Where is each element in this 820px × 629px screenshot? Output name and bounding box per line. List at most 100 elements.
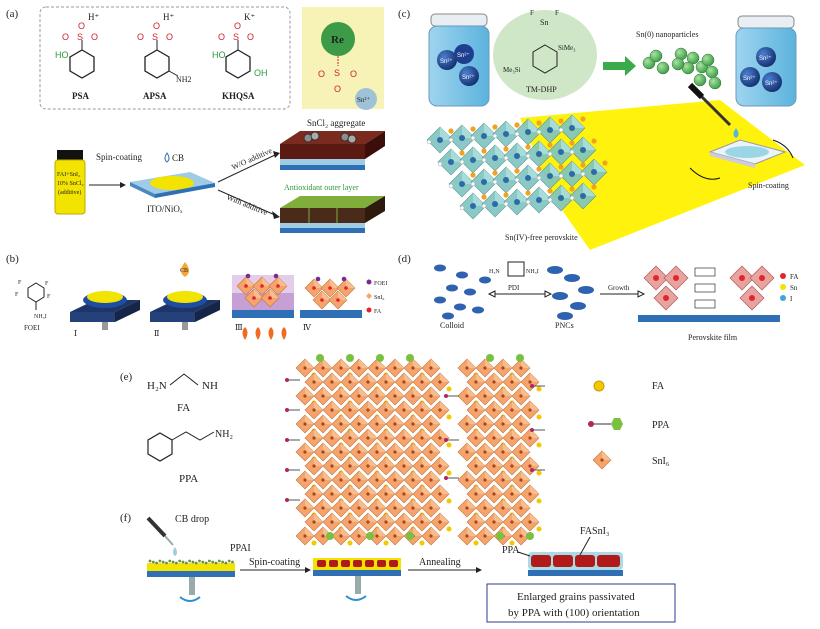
spinner-stage-2: CB Ⅱ: [150, 262, 220, 338]
sni6-octahedron: [520, 512, 540, 532]
panel-a-label: (a): [6, 8, 19, 20]
antioxidant-film: [280, 196, 385, 233]
sni6-octahedron: [295, 442, 315, 462]
ppa-head: [285, 378, 289, 382]
perovskite-film: [643, 265, 775, 311]
sni6-octahedron: [484, 456, 504, 476]
cation-dot: [481, 148, 487, 154]
spin-coating-label-a: Spin-coating: [96, 152, 142, 162]
sni6-octahedron: [484, 484, 504, 504]
panel-b-label: (b): [6, 253, 19, 265]
sni6-octahedron: [520, 372, 540, 392]
anion-dot: [558, 173, 564, 179]
sni6-octahedron: [376, 512, 396, 532]
ppai-dot: [168, 559, 172, 563]
intermediate-grains: [317, 560, 398, 567]
svg-text:O: O: [137, 32, 144, 42]
anion-dot: [503, 201, 509, 207]
sni6-octahedron: [349, 386, 369, 406]
grain: [389, 560, 398, 567]
fa-cation: [536, 526, 542, 532]
sni6-octahedron: [457, 498, 477, 518]
anion-dot: [481, 203, 487, 209]
ppa-head: [285, 468, 289, 472]
svg-text:SiMe₃: SiMe₃: [558, 44, 576, 52]
sni6-octahedron: [520, 484, 540, 504]
vial-text-2: 10% SnCl₂: [57, 181, 84, 187]
fa-site: [663, 295, 669, 301]
sni6-octahedron: [313, 386, 333, 406]
sn0-nanoparticle: [708, 76, 722, 90]
sni6-octahedron: [331, 386, 351, 406]
ppa-head: [530, 428, 534, 432]
anion-dot: [459, 159, 465, 165]
sni6-octahedron: [511, 498, 531, 518]
panel-e-label: (e): [120, 371, 133, 383]
grain: [377, 560, 386, 567]
fa-cation: [446, 414, 452, 420]
sni6-octahedron: [340, 456, 360, 476]
film-substrate: [638, 315, 780, 322]
fa-cation: [509, 540, 515, 546]
sni6-octahedron: [430, 512, 450, 532]
fa-cation: [312, 286, 316, 290]
sni6-octahedron: [322, 400, 342, 420]
ppa-green-group: [376, 354, 384, 362]
cation-dot: [547, 188, 553, 194]
colloid-particle: [442, 312, 454, 320]
anion-dot: [448, 137, 454, 143]
ppa-green-group: [326, 532, 334, 540]
sni6-octahedron: [304, 456, 324, 476]
ppa-perovskite-lattice: [285, 354, 545, 546]
vial-text-3: (additive): [58, 189, 81, 196]
fa-cation: [311, 540, 317, 546]
anion-dot: [426, 139, 432, 145]
sni6-octahedron: [358, 456, 378, 476]
sni6-octahedron: [412, 484, 432, 504]
apsa-label: APSA: [143, 91, 167, 101]
pnc-particle: [547, 266, 563, 274]
svg-text:O: O: [78, 21, 85, 31]
sni6-octahedron: [457, 358, 477, 378]
fa-cation: [336, 298, 340, 302]
annealed-film: [528, 552, 623, 576]
grain: [341, 560, 350, 567]
sni6-octahedron: [466, 428, 486, 448]
svg-text:O: O: [218, 32, 225, 42]
svg-text:NH₃I: NH₃I: [34, 314, 47, 320]
perovskite-film-label: Perovskite film: [688, 333, 738, 342]
fa-cation: [276, 284, 280, 288]
vial-text-1: FAI+SnI₂: [57, 172, 80, 178]
anion-dot: [536, 129, 542, 135]
svg-text:O: O: [234, 21, 241, 31]
cation-dot: [569, 186, 575, 192]
sni6-octahedron: [466, 512, 486, 532]
anion-dot: [492, 133, 498, 139]
svg-text:Me₃Si: Me₃Si: [503, 66, 521, 74]
sni6-octahedron: [466, 484, 486, 504]
fa-cation: [536, 414, 542, 420]
sni6-octahedron: [493, 498, 513, 518]
sni6-octahedron: [313, 358, 333, 378]
sni6-octahedron: [520, 428, 540, 448]
spinner-stage-1: Ⅰ: [70, 291, 140, 338]
sni6-octahedron: [331, 498, 351, 518]
foei-molecule-dot: [273, 273, 279, 279]
sn0-nanoparticle: [705, 65, 719, 79]
sni6-octahedron: [403, 498, 423, 518]
cation-dot: [558, 164, 564, 170]
svg-text:F: F: [555, 9, 559, 17]
growth-label: Growth: [608, 284, 630, 292]
ppa-head: [444, 438, 448, 442]
pnc-particle: [552, 292, 568, 300]
anion-dot: [547, 151, 553, 157]
ppai-dot: [148, 559, 152, 563]
sni6-octahedron: [349, 498, 369, 518]
khqsa-molecule: S O O O K⁺ HO OH KHQSA: [212, 12, 268, 101]
ppai-dot: [181, 560, 185, 564]
sni6-octahedron: [304, 484, 324, 504]
sni6-octahedron: [430, 400, 450, 420]
pdi-ligand-ring: [694, 267, 716, 277]
